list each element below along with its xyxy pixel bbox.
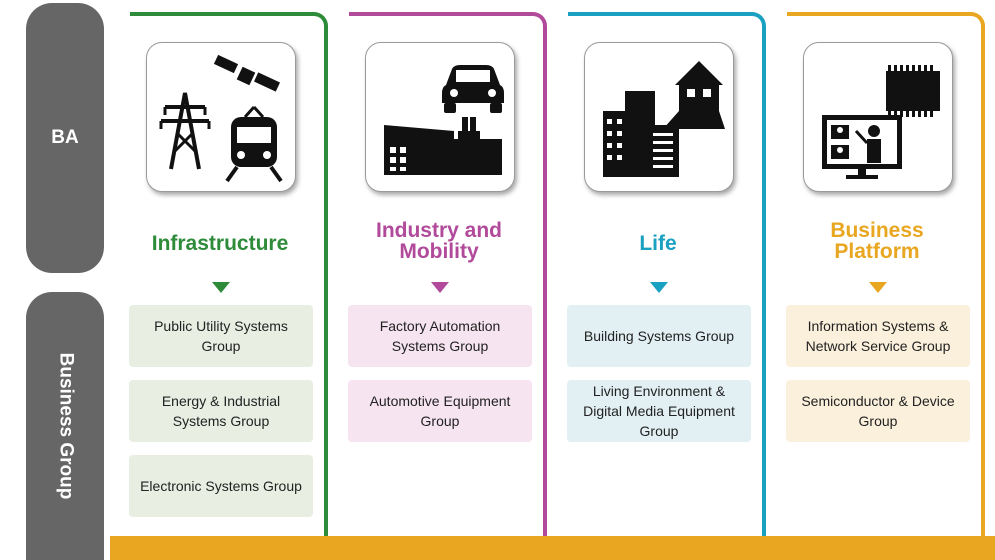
infrastructure-icon-card (146, 42, 296, 192)
group-label: Automotive Equipment Group (369, 393, 511, 429)
industry-bracket (349, 12, 547, 560)
group-label: Living Environment & Digital Media Equip… (583, 383, 735, 439)
power-tower-satellite-train-icon (159, 54, 283, 183)
group-label: Energy & Industrial Systems Group (161, 393, 281, 429)
ba-side-label: BA (26, 3, 104, 273)
life-title-line1: Life (639, 232, 677, 255)
business-platform-title-line2: Platform (834, 240, 920, 263)
energy-industrial-group: Energy & Industrial Systems Group (129, 380, 313, 442)
industry-title-line1: Industry and (375, 219, 502, 242)
living-environment-group: Living Environment & Digital Media Equip… (567, 380, 751, 442)
information-systems-group: Information Systems & Network Service Gr… (786, 305, 970, 367)
group-label: Electronic Systems Group (140, 478, 302, 494)
electronic-systems-group: Electronic Systems Group (129, 455, 313, 517)
group-label: Factory Automation Systems Group (379, 318, 501, 354)
infrastructure-title: Infrastructure (122, 233, 318, 254)
ba-label: BA (51, 127, 79, 148)
business-platform-title-line1: Business (830, 219, 924, 242)
public-utility-group: Public Utility Systems Group (129, 305, 313, 367)
building-systems-group: Building Systems Group (567, 305, 751, 367)
semiconductor-device-group: Semiconductor & Device Group (786, 380, 970, 442)
infrastructure-bracket (130, 12, 328, 560)
industry-icon-card (365, 42, 515, 192)
life-bracket (568, 12, 766, 560)
group-label: Semiconductor & Device Group (801, 393, 955, 429)
automotive-equipment-group: Automotive Equipment Group (348, 380, 532, 442)
business-platform-title: Business Platform (779, 220, 975, 262)
business-group-label: Business Group (55, 352, 76, 500)
infrastructure-title-line1: Infrastructure (151, 232, 289, 255)
life-title: Life (560, 233, 756, 254)
buildings-house-icon (603, 61, 725, 177)
factory-automation-group: Factory Automation Systems Group (348, 305, 532, 367)
industry-title: Industry and Mobility (341, 220, 537, 262)
business-platform-icon-card (803, 42, 953, 192)
bottom-bar (110, 536, 995, 560)
car-factory-icon (384, 65, 504, 175)
life-arrow (650, 282, 668, 293)
business-group-side-label: Business Group (26, 292, 104, 560)
life-icon-card (584, 42, 734, 192)
chip-presentation-icon (822, 65, 940, 179)
group-label: Building Systems Group (583, 328, 735, 344)
group-label: Public Utility Systems Group (154, 318, 288, 354)
industry-title-line2: Mobility (399, 240, 479, 263)
group-label: Information Systems & Network Service Gr… (805, 318, 951, 354)
industry-arrow (431, 282, 449, 293)
business-platform-bracket (787, 12, 985, 560)
infrastructure-arrow (212, 282, 230, 293)
business-platform-arrow (869, 282, 887, 293)
